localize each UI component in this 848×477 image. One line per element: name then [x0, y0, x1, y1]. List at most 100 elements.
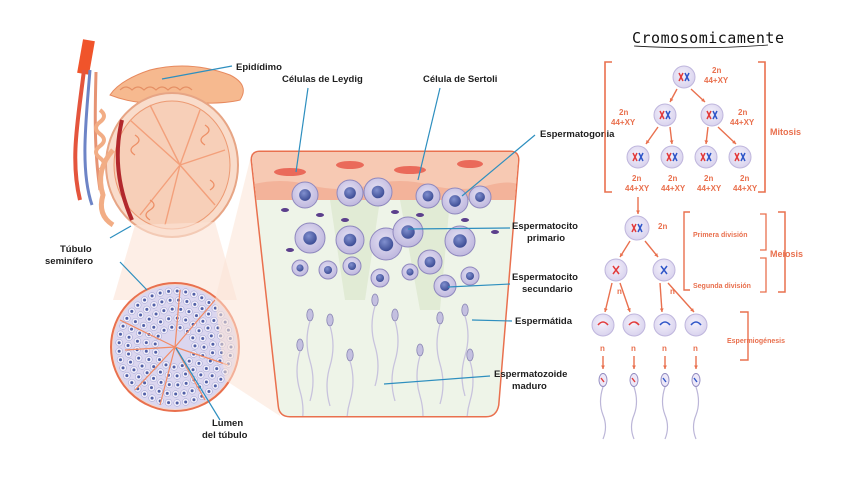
tubule-cell-nucleus [130, 327, 134, 331]
spermatogonium-nucleus [371, 185, 385, 199]
tubule-cell-nucleus [172, 365, 176, 369]
tubule-cell-nucleus [207, 312, 211, 316]
seminiferous-tissue-panel [250, 150, 520, 418]
spermatogonium-nucleus [475, 192, 485, 202]
secondary-spermatocyte-nucleus [347, 261, 357, 271]
tubule-cell-nucleus [180, 364, 184, 368]
arrow-head [659, 308, 664, 312]
tubule-cell-nucleus [127, 335, 131, 339]
tubule-cell-nucleus [136, 303, 140, 307]
tubule-cell-nucleus [210, 374, 214, 378]
ploidy-2n: 2n [704, 174, 713, 183]
chromosome-red [659, 110, 665, 120]
spermatid-head [436, 311, 444, 325]
spermatogonium-cell [728, 145, 752, 169]
interstitial-nucleus [286, 248, 294, 252]
secondary-spermatocyte-nucleus [375, 273, 385, 283]
primary-spermatocyte-nucleus [303, 231, 317, 245]
tubule-cell-nucleus [167, 317, 171, 321]
chromosome-blue [684, 72, 690, 82]
label-espermiogenesis: Espermiogénesis [727, 338, 785, 345]
tubule-cross-section [110, 282, 240, 412]
arrow [604, 282, 613, 313]
meiosis-bracket [778, 211, 786, 293]
arrow-head [627, 308, 631, 312]
spermatid-head [296, 338, 304, 352]
interstitial-nucleus [281, 208, 289, 212]
mitosis-bracket-left [604, 61, 612, 193]
chromosome [659, 321, 671, 326]
chromosomal-scheme: Cromosomicamente Mitosis Primera divisió… [591, 29, 803, 440]
chromosome-blue [672, 152, 678, 162]
tubule-cell-nucleus [143, 381, 147, 385]
tubule-cell-nucleus [213, 384, 217, 388]
tubule-cell-nucleus [156, 334, 160, 338]
primary-spermatocyte-nucleus [453, 234, 467, 248]
leader-lines [109, 65, 536, 421]
label-espermatocito-secundario-2: secundario [522, 284, 573, 295]
tubule-cell-nucleus [187, 310, 191, 314]
spermatid-head [391, 308, 399, 322]
spermatogonium-nucleus [422, 190, 434, 202]
tubule-cell-nucleus [206, 326, 210, 330]
tubule-cell-nucleus [145, 307, 149, 311]
tubule-cell-nucleus [142, 324, 146, 328]
interstitial-nucleus [416, 213, 424, 217]
tubule-cell-nucleus [200, 307, 204, 311]
spermatogonium-cell [653, 103, 677, 127]
arrow-head [620, 253, 624, 257]
tubule-cell-nucleus [125, 316, 129, 320]
tubule-cell-nucleus [167, 401, 171, 405]
secondary-spermatocyte-nucleus [465, 271, 475, 281]
tubule-cell-nucleus [176, 383, 180, 387]
ploidy-2n: 2n [668, 174, 677, 183]
tubule-cell-nucleus [130, 309, 134, 313]
ploidy-2n: 2n [712, 66, 721, 75]
ploidy-2n: 2n [738, 108, 747, 117]
secondary-spermatocyte-nucleus [406, 268, 414, 276]
sperm-tail [306, 320, 314, 402]
tubule-cell-nucleus [170, 325, 174, 329]
tubule-cell-nucleus [153, 342, 157, 346]
interstitial-nucleus [491, 230, 499, 234]
arrow [667, 282, 695, 313]
ploidy-2n: 2n [619, 108, 628, 117]
mature-sperm-tail [692, 386, 700, 440]
tubule-cell-nucleus [154, 312, 158, 316]
chromosome-blue [712, 110, 718, 120]
chromosome [628, 321, 640, 326]
ploidy-n: n [662, 344, 667, 353]
tubule-cell-nucleus [184, 372, 188, 376]
tubule-cell-nucleus [184, 290, 188, 294]
tubule-cell-nucleus [126, 344, 130, 348]
label-sertoli: Célula de Sertoli [423, 74, 497, 85]
chromosome-red [700, 152, 706, 162]
arrow-head [669, 98, 674, 102]
tubule-cell-nucleus [121, 324, 125, 328]
arrow [619, 282, 631, 313]
chromosome-red [734, 152, 740, 162]
tubule-cell-nucleus [191, 336, 195, 340]
tubule-cell-nucleus [162, 328, 166, 332]
primary-spermatocyte-cell [624, 215, 650, 241]
arrow-head [704, 140, 709, 144]
spermatid-head [326, 313, 334, 327]
tubule-cell-nucleus [192, 398, 196, 402]
arrow-head [694, 365, 698, 369]
tubule-cell-nucleus [125, 374, 129, 378]
chromosome-red [678, 72, 684, 82]
primary-spermatocyte-nucleus [401, 225, 415, 239]
tubule-cell-nucleus [129, 360, 133, 364]
tubule-cell-nucleus [144, 349, 148, 353]
tubule-cell-nucleus [174, 392, 178, 396]
label-epididimo: Epidídimo [236, 62, 282, 73]
primary-spermatocyte-nucleus [424, 256, 436, 268]
spermatogonium-cell [694, 145, 718, 169]
arrow-head [646, 140, 650, 144]
spermatid-head [466, 348, 474, 362]
label-tubulo-2: seminífero [45, 256, 93, 267]
tubule-cell-nucleus [179, 307, 183, 311]
tubule-cell-nucleus [145, 371, 149, 375]
sperm-tail [466, 360, 474, 416]
arrow-head [669, 140, 674, 144]
